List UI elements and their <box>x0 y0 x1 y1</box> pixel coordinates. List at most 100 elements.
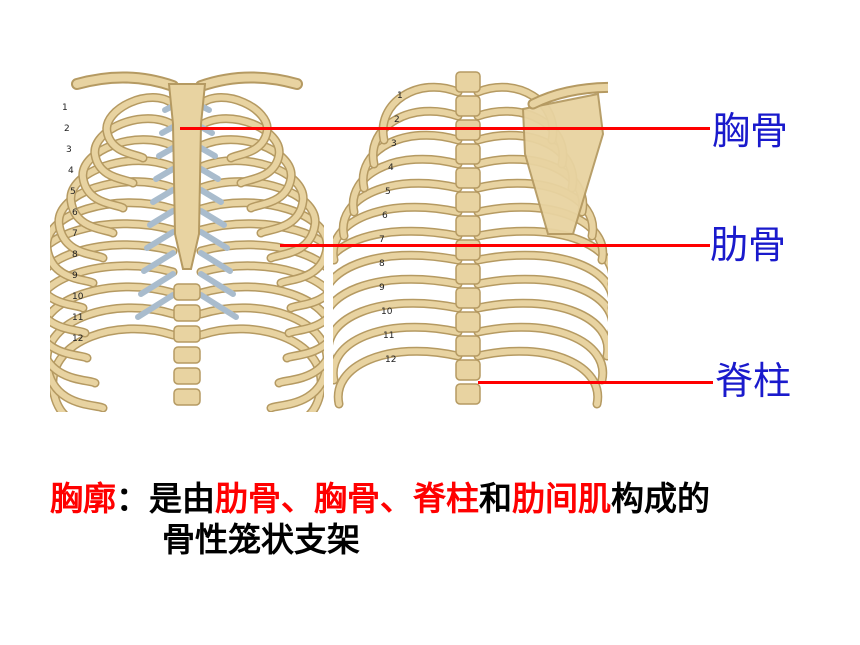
rib-number: 10 <box>381 307 393 317</box>
rib-number: 4 <box>388 163 394 173</box>
rib <box>67 157 176 236</box>
clavicle <box>197 73 301 90</box>
rib <box>198 199 324 286</box>
costal-cartilage <box>159 124 176 136</box>
rib <box>79 136 176 211</box>
rib <box>475 324 606 383</box>
rib-outline <box>473 346 603 409</box>
rib <box>50 199 176 286</box>
rib <box>103 94 176 161</box>
rib-number: 7 <box>72 229 78 239</box>
vertebra <box>455 263 481 285</box>
rib-number: 1 <box>397 91 403 101</box>
rib <box>333 204 461 263</box>
vertebra <box>173 283 201 301</box>
vertebra <box>455 143 481 165</box>
vertebra <box>455 383 481 405</box>
rib <box>350 156 461 215</box>
rib-number: 11 <box>383 331 394 341</box>
rib <box>198 115 283 186</box>
rib-number: 6 <box>382 211 388 221</box>
caption-part-intercostal-muscles: 肋间肌 <box>512 479 611 518</box>
costal-cartilage <box>144 229 176 251</box>
rib <box>198 136 295 211</box>
rib <box>333 276 461 308</box>
rib <box>333 324 461 383</box>
rib <box>333 300 461 341</box>
costal-cartilage <box>198 187 224 205</box>
rib <box>475 348 601 407</box>
caption-and: 和 <box>479 479 512 518</box>
costal-cartilage <box>135 292 176 320</box>
caption-line-2: 骨性笼状支架 <box>162 520 360 560</box>
vertebra <box>455 359 481 381</box>
vertebra <box>455 287 481 309</box>
rib-number: 11 <box>72 313 83 323</box>
costal-cartilage <box>198 166 221 182</box>
rib <box>198 220 324 311</box>
rib <box>50 220 176 311</box>
rib <box>475 228 608 269</box>
rib <box>360 132 461 191</box>
rib <box>370 108 461 167</box>
caption-tail: 构成的 <box>611 479 710 518</box>
costal-cartilage <box>147 208 176 228</box>
rib-label: 肋骨 <box>710 223 787 267</box>
rib <box>50 262 176 361</box>
rib-number: 3 <box>66 145 72 155</box>
rib <box>198 262 324 361</box>
rib-number: 5 <box>70 187 76 197</box>
clavicle <box>73 73 177 90</box>
clavicle <box>529 83 608 108</box>
rib <box>198 304 324 411</box>
costal-cartilage <box>198 250 233 274</box>
vertebra <box>455 335 481 357</box>
rib-number: 3 <box>391 139 397 149</box>
costal-cartilage <box>198 292 239 320</box>
rib <box>198 157 307 236</box>
spine-leader-line <box>478 381 713 384</box>
costal-cartilage <box>138 271 176 297</box>
rib <box>333 228 461 260</box>
sternum-leader-line <box>180 127 710 130</box>
rib-number: 4 <box>68 166 74 176</box>
caption-part-ribs: 肋骨 <box>215 479 281 518</box>
rib-number: 10 <box>72 292 84 302</box>
rib-number: 5 <box>385 187 391 197</box>
vertebra <box>455 191 481 213</box>
costal-cartilage <box>198 145 218 159</box>
caption-separator: 、 <box>281 479 314 518</box>
caption-colon: ： <box>116 479 149 518</box>
spine-label: 脊柱 <box>715 359 792 403</box>
sternum-label: 胸骨 <box>712 109 789 153</box>
vertebra <box>455 95 481 117</box>
vertebra <box>455 119 481 141</box>
caption-term: 胸廓 <box>50 479 116 518</box>
rib <box>198 241 324 336</box>
rib <box>340 180 461 239</box>
caption-is-made-of: 是由 <box>149 479 215 518</box>
vertebra <box>173 325 201 343</box>
rib-number: 9 <box>72 271 78 281</box>
rib-number: 2 <box>64 124 70 134</box>
rib-number: 12 <box>72 334 83 344</box>
rib-leader-line <box>280 244 710 247</box>
costal-cartilage <box>153 166 176 182</box>
rib-number: 7 <box>379 235 385 245</box>
vertebra <box>455 215 481 237</box>
vertebra <box>173 346 201 364</box>
rib <box>475 276 608 317</box>
vertebra <box>173 304 201 322</box>
rib <box>335 348 461 407</box>
rib-number: 6 <box>72 208 78 218</box>
rib-number: 1 <box>62 103 68 113</box>
caption-part-spine: 脊柱 <box>413 479 479 518</box>
rib-number: 2 <box>394 115 400 125</box>
costal-cartilage <box>198 229 230 251</box>
costal-cartilage <box>150 187 176 205</box>
rib-number: 9 <box>379 283 385 293</box>
